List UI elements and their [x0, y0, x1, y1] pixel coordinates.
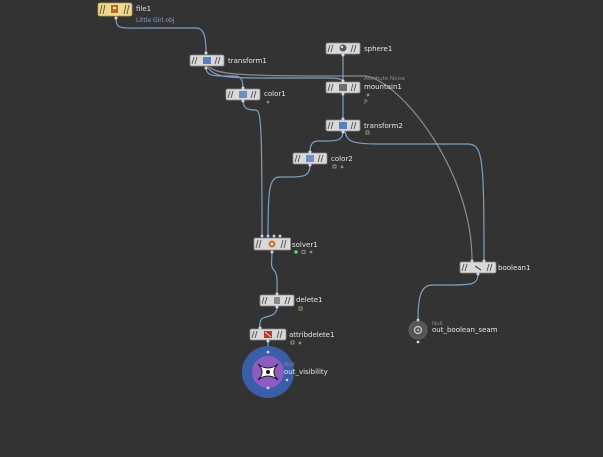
- node-label: color2: [331, 155, 353, 163]
- node-label: sphere1: [364, 45, 392, 53]
- node-label: out_boolean_seam: [432, 326, 498, 334]
- template-flag-icon: [290, 340, 295, 345]
- node-color2[interactable]: color2: [292, 150, 353, 169]
- wire-solver1-delete1[interactable]: [270, 251, 278, 295]
- wire-transform1-boolean1-ref[interactable]: [209, 66, 473, 261]
- node-label: transform2: [364, 122, 403, 130]
- wire-color2-solver1[interactable]: [267, 164, 311, 237]
- color-icon: [306, 155, 314, 162]
- node-label: file1: [136, 5, 151, 13]
- node-label: attribdelete1: [289, 331, 335, 339]
- node-boolean1[interactable]: boolean1: [459, 259, 530, 276]
- node-mountain1[interactable]: Attribute Noise mountain1 P: [325, 76, 406, 106]
- wire-delete1-attribdelete1[interactable]: [259, 306, 278, 329]
- lock-icon: [266, 100, 270, 104]
- node-sublabel: P: [364, 99, 368, 106]
- node-label: delete1: [296, 296, 323, 304]
- node-out-visibility[interactable]: Null out_visibility: [242, 346, 328, 398]
- solver-icon: [268, 240, 276, 248]
- node-solver1[interactable]: solver1: [253, 234, 318, 254]
- null-output-icon: [257, 363, 279, 381]
- template-flag-icon: [298, 306, 303, 311]
- wire-color1-solver1[interactable]: [242, 99, 263, 237]
- node-file1[interactable]: file1 Little Girl.obj: [97, 2, 175, 24]
- wire-transform2-boolean1[interactable]: [344, 130, 485, 261]
- boolean-icon: [474, 265, 482, 271]
- transform-icon: [203, 57, 211, 64]
- wire-file1-transform1[interactable]: [115, 17, 207, 54]
- delete-icon: [274, 297, 280, 304]
- wire-boolean1-out_boolean_seam[interactable]: [417, 273, 479, 321]
- sphere-icon: [339, 44, 347, 52]
- node-sublabel: Little Girl.obj: [136, 17, 175, 24]
- wire-transform1-mountain1[interactable]: [207, 66, 344, 82]
- attribdelete-icon: [264, 331, 272, 338]
- node-transform2[interactable]: transform2: [325, 117, 403, 135]
- file-icon: [111, 5, 118, 13]
- lock-icon: [298, 341, 302, 345]
- transform-icon: [339, 122, 347, 129]
- node-label: boolean1: [498, 264, 530, 272]
- node-transform1[interactable]: transform1: [189, 51, 267, 70]
- node-out-boolean-seam[interactable]: Null out_boolean_seam: [408, 318, 498, 344]
- node-label: out_visibility: [284, 368, 328, 376]
- node-label: color1: [264, 90, 286, 98]
- lock-icon: [309, 250, 313, 254]
- lock-icon: [340, 165, 344, 169]
- status-dot-icon: [285, 378, 289, 382]
- node-delete1[interactable]: delete1: [259, 292, 323, 311]
- node-type-hint: Null: [284, 362, 295, 368]
- node-type-hint: Null: [432, 321, 443, 327]
- node-color1[interactable]: color1: [225, 86, 286, 104]
- template-flag-icon: [332, 164, 337, 169]
- wire-transform2-color2[interactable]: [309, 130, 344, 154]
- color-icon: [239, 91, 247, 98]
- mountain-icon: [339, 84, 347, 91]
- node-label: solver1: [292, 241, 318, 249]
- node-sphere1[interactable]: sphere1: [325, 42, 392, 57]
- node-label: transform1: [228, 57, 267, 65]
- status-dot-icon: [294, 250, 298, 254]
- node-type-hint: Attribute Noise: [364, 76, 406, 82]
- wire-transform1-color1[interactable]: [205, 66, 244, 89]
- null-icon: [413, 325, 423, 335]
- lock-icon: [366, 93, 370, 97]
- template-flag-icon: [301, 250, 306, 254]
- template-flag-icon: [365, 130, 370, 135]
- node-label: mountain1: [364, 83, 402, 91]
- node-attribdelete1[interactable]: attribdelete1: [249, 326, 335, 345]
